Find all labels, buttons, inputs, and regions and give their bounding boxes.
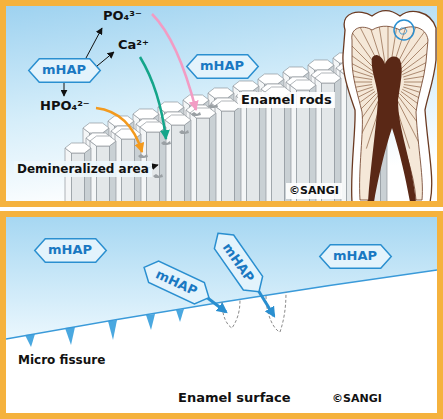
dentin-tubule: [401, 41, 437, 73]
mhap-hexagon: mHAP: [207, 225, 269, 299]
mhap-hexagon: mHAP: [34, 238, 107, 263]
mhap-hexagon: mHAP: [138, 255, 215, 309]
mhap-hexagon: mHAP: [28, 58, 101, 83]
dentin-tubule: [403, 60, 437, 77]
panel-ground: [6, 217, 437, 413]
dentin-tubule: [326, 50, 374, 75]
dentin-tubule: [339, 93, 377, 131]
enamel-rods: [65, 46, 387, 201]
part-label: Micro fissure: [18, 352, 105, 368]
reaction-arrows: [64, 14, 196, 169]
dentin-tubule: [331, 41, 375, 73]
dentin-tubule: [399, 93, 437, 131]
dentin-tubule: [331, 91, 375, 123]
enamel-surface: [6, 270, 437, 413]
node-text: mHAP: [319, 248, 392, 264]
node-text: mHAP: [186, 58, 259, 74]
ion-label: PO₄³⁻: [103, 8, 142, 24]
node-text: mHAP: [211, 228, 266, 297]
enamel-rod: [240, 94, 266, 201]
dentin-tubule: [402, 50, 437, 75]
enamel-rod: [165, 115, 191, 201]
panel-frame: [0, 211, 443, 419]
ion-label: Ca²⁺: [118, 37, 149, 53]
tooth-section: [318, 11, 437, 201]
panel-frame: [0, 0, 443, 207]
enamel-rod: [190, 108, 216, 201]
mhap-hexagon: mHAP: [319, 244, 392, 269]
copyright-mark: ©SANGI: [332, 391, 382, 407]
node-text: mHAP: [28, 62, 101, 78]
dentin-tubule: [404, 71, 437, 79]
dentin-tubule: [321, 60, 372, 77]
dentin-tubule: [347, 95, 379, 139]
dentin-tubule: [388, 12, 389, 66]
dentin-tubule: [399, 33, 437, 71]
dentin-tubule: [403, 87, 437, 104]
part-label: Enamel rods: [238, 92, 335, 108]
dentin-tubule: [318, 82, 372, 83]
mhap-hexagon: mHAP: [186, 54, 259, 79]
dentin-tubule: [319, 71, 372, 79]
node-text: mHAP: [34, 242, 107, 258]
part-label: Enamel surface: [178, 390, 291, 406]
dentin-tubule: [339, 33, 377, 71]
dentin-tubule: [404, 82, 437, 83]
ion-label: HPO₄²⁻: [40, 98, 90, 114]
copyright-mark: ©SANGI: [286, 183, 342, 199]
part-label: Demineralized area: [14, 161, 152, 177]
enamel-rod: [215, 101, 241, 201]
